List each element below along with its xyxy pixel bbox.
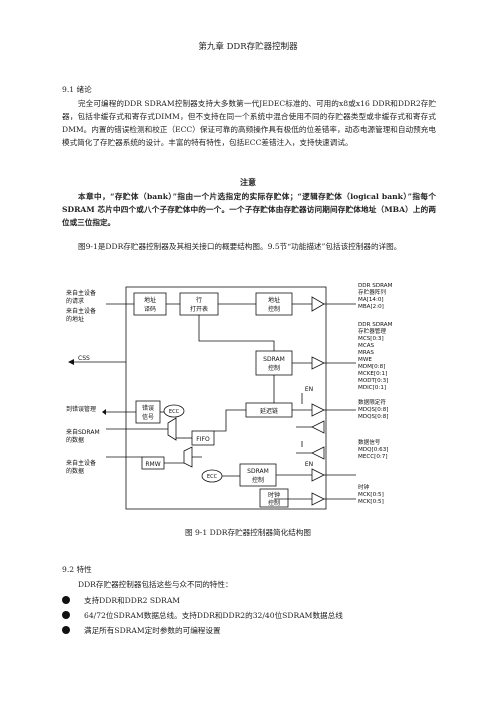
rlabel-g2-0: DDR SDRAM bbox=[358, 322, 393, 328]
rlabel-g2-1: 存贮器管理 bbox=[358, 327, 386, 335]
list-item: 满足所有SDRAM定时参数的可编程设置 bbox=[62, 624, 221, 637]
label-master-addr-2: 的地址 bbox=[66, 315, 84, 323]
rlabel-g2-8: MODT[0:3] bbox=[358, 378, 388, 384]
block-fifo-label: FIFO bbox=[196, 436, 210, 443]
block-clock-ctrl bbox=[259, 488, 289, 508]
rlabel-g5-1: MCK[0:5] bbox=[358, 492, 384, 498]
rlabel-g1-2: MA[14:0] bbox=[358, 297, 384, 303]
section-heading-intro: 9.1 绪论 bbox=[62, 85, 92, 94]
chapter-title: 第九章 DDR存贮器控制器 bbox=[198, 42, 298, 52]
label-to-error-mgmt: 到错误管理 bbox=[66, 405, 96, 413]
block-clock-ctrl-label-1: 时钟 bbox=[268, 491, 280, 499]
rlabel-g3-0: 数据限定符 bbox=[358, 398, 386, 406]
label-master-request-1: 来自主设备 bbox=[66, 289, 96, 297]
block-sdram-ctrl-2-label-1: SDRAM bbox=[247, 468, 269, 475]
rlabel-g1-1: 存贮器阵列 bbox=[358, 288, 386, 296]
feature-text: 支持DDR和DDR2 SDRAM bbox=[84, 596, 181, 605]
rlabel-g5-0: 时钟 bbox=[358, 483, 370, 491]
note-title: 注意 bbox=[240, 177, 256, 187]
rlabel-g4-0: 数据信号 bbox=[358, 438, 381, 446]
rlabel-g2-3: MCAS bbox=[358, 343, 375, 349]
block-ecc-1-label: ECC bbox=[169, 409, 180, 415]
features-intro: DDR存贮器控制器包括这些与众不同的特性： bbox=[78, 580, 233, 589]
block-addr-ctrl-label-1: 地址 bbox=[268, 296, 280, 304]
figure-caption: 图 9-1 DDR存贮器控制器简化结构图 bbox=[184, 528, 312, 537]
rlabel-g1-3: MBA[2:0] bbox=[358, 304, 384, 310]
rlabel-g3-2: MDQS[0:8] bbox=[358, 414, 388, 420]
intro-paragraph: 完全可编程的DDR SDRAM控制器支持大多数第一代JEDEC标准的、可用的x8… bbox=[62, 99, 436, 147]
block-sdram-ctrl-label-2: 控制 bbox=[268, 364, 280, 372]
list-item: 支持DDR和DDR2 SDRAM bbox=[62, 594, 180, 607]
block-row-open-label-2: 打开表 bbox=[190, 305, 208, 313]
block-rmw-label: RMW bbox=[145, 461, 160, 468]
block-ecc-1 bbox=[163, 404, 185, 418]
feature-text: 64/72位SDRAM数据总线。支持DDR和DDR2的32/40位SDRAM数据… bbox=[84, 611, 343, 620]
label-css: CSS bbox=[78, 355, 90, 362]
block-error-signal-label-1: 错误 bbox=[142, 404, 154, 412]
label-from-sdram-2: 的数据 bbox=[66, 436, 84, 444]
rlabel-g1-0: DDR SDRAM bbox=[358, 283, 393, 289]
bullet-icon bbox=[62, 626, 70, 634]
block-addr-decode-label-2: 译码 bbox=[144, 305, 156, 313]
label-master-data-1: 来自主设备 bbox=[66, 459, 96, 467]
block-clock-ctrl-label-2: 控制 bbox=[268, 499, 280, 507]
note-body: 本章中，“存贮体（bank）”指由一个片选指定的实际存贮体；“逻辑存贮体（log… bbox=[62, 192, 436, 227]
section-heading-features: 9.2 特性 bbox=[62, 565, 92, 574]
block-sdram-ctrl-label-1: SDRAM bbox=[263, 356, 285, 363]
bullet-icon bbox=[62, 596, 70, 604]
rlabel-g2-7: MCKE[0:1] bbox=[358, 371, 387, 377]
bullet-icon bbox=[62, 611, 70, 619]
rlabel-g4-1: MDQ[0:63] bbox=[358, 447, 388, 453]
en-label-2: EN bbox=[305, 461, 313, 468]
ddr-controller-block-diagram: 来自主设备 的请求 来自主设备 的地址 CSS 到错误管理 来自SDRAM 的数… bbox=[66, 283, 393, 510]
label-from-sdram-1: 来自SDRAM bbox=[66, 428, 100, 436]
block-error-signal-label-2: 信号 bbox=[142, 413, 154, 421]
block-addr-ctrl-label-2: 控制 bbox=[268, 305, 280, 313]
block-addr-decode-label-1: 地址 bbox=[144, 296, 156, 304]
label-master-data-2: 的数据 bbox=[66, 467, 84, 475]
rlabel-g5-2: MCK[0:5] bbox=[358, 499, 384, 505]
block-sdram-ctrl-2-label-2: 控制 bbox=[252, 476, 264, 484]
en-label-1: EN bbox=[305, 386, 313, 393]
list-item: 64/72位SDRAM数据总线。支持DDR和DDR2的32/40位SDRAM数据… bbox=[62, 609, 343, 622]
rlabel-g2-2: MCS[0:3] bbox=[358, 336, 384, 342]
rlabel-g2-5: MWE bbox=[358, 357, 372, 363]
label-master-addr-1: 来自主设备 bbox=[66, 307, 96, 315]
rlabel-g2-6: MDM[0:8] bbox=[358, 364, 385, 370]
rlabel-g4-2: MECC[0:7] bbox=[358, 454, 388, 460]
rlabel-g2-4: MRAS bbox=[358, 350, 374, 356]
rlabel-g2-9: MDIC[0:1] bbox=[358, 385, 386, 391]
block-delay-chain-label: 延迟链 bbox=[260, 407, 278, 415]
label-master-request-2: 的请求 bbox=[66, 297, 84, 305]
feature-text: 满足所有SDRAM定时参数的可编程设置 bbox=[84, 626, 221, 635]
block-row-open-label-1: 行 bbox=[196, 296, 202, 304]
block-ecc-2-label: ECC bbox=[207, 474, 218, 480]
rlabel-g3-1: MDQS[0:8] bbox=[358, 407, 388, 413]
figure-reference-paragraph: 图9-1是DDR存贮器控制器及其相关接口的概要结构图。9.5节“功能描述”包括该… bbox=[78, 242, 402, 251]
